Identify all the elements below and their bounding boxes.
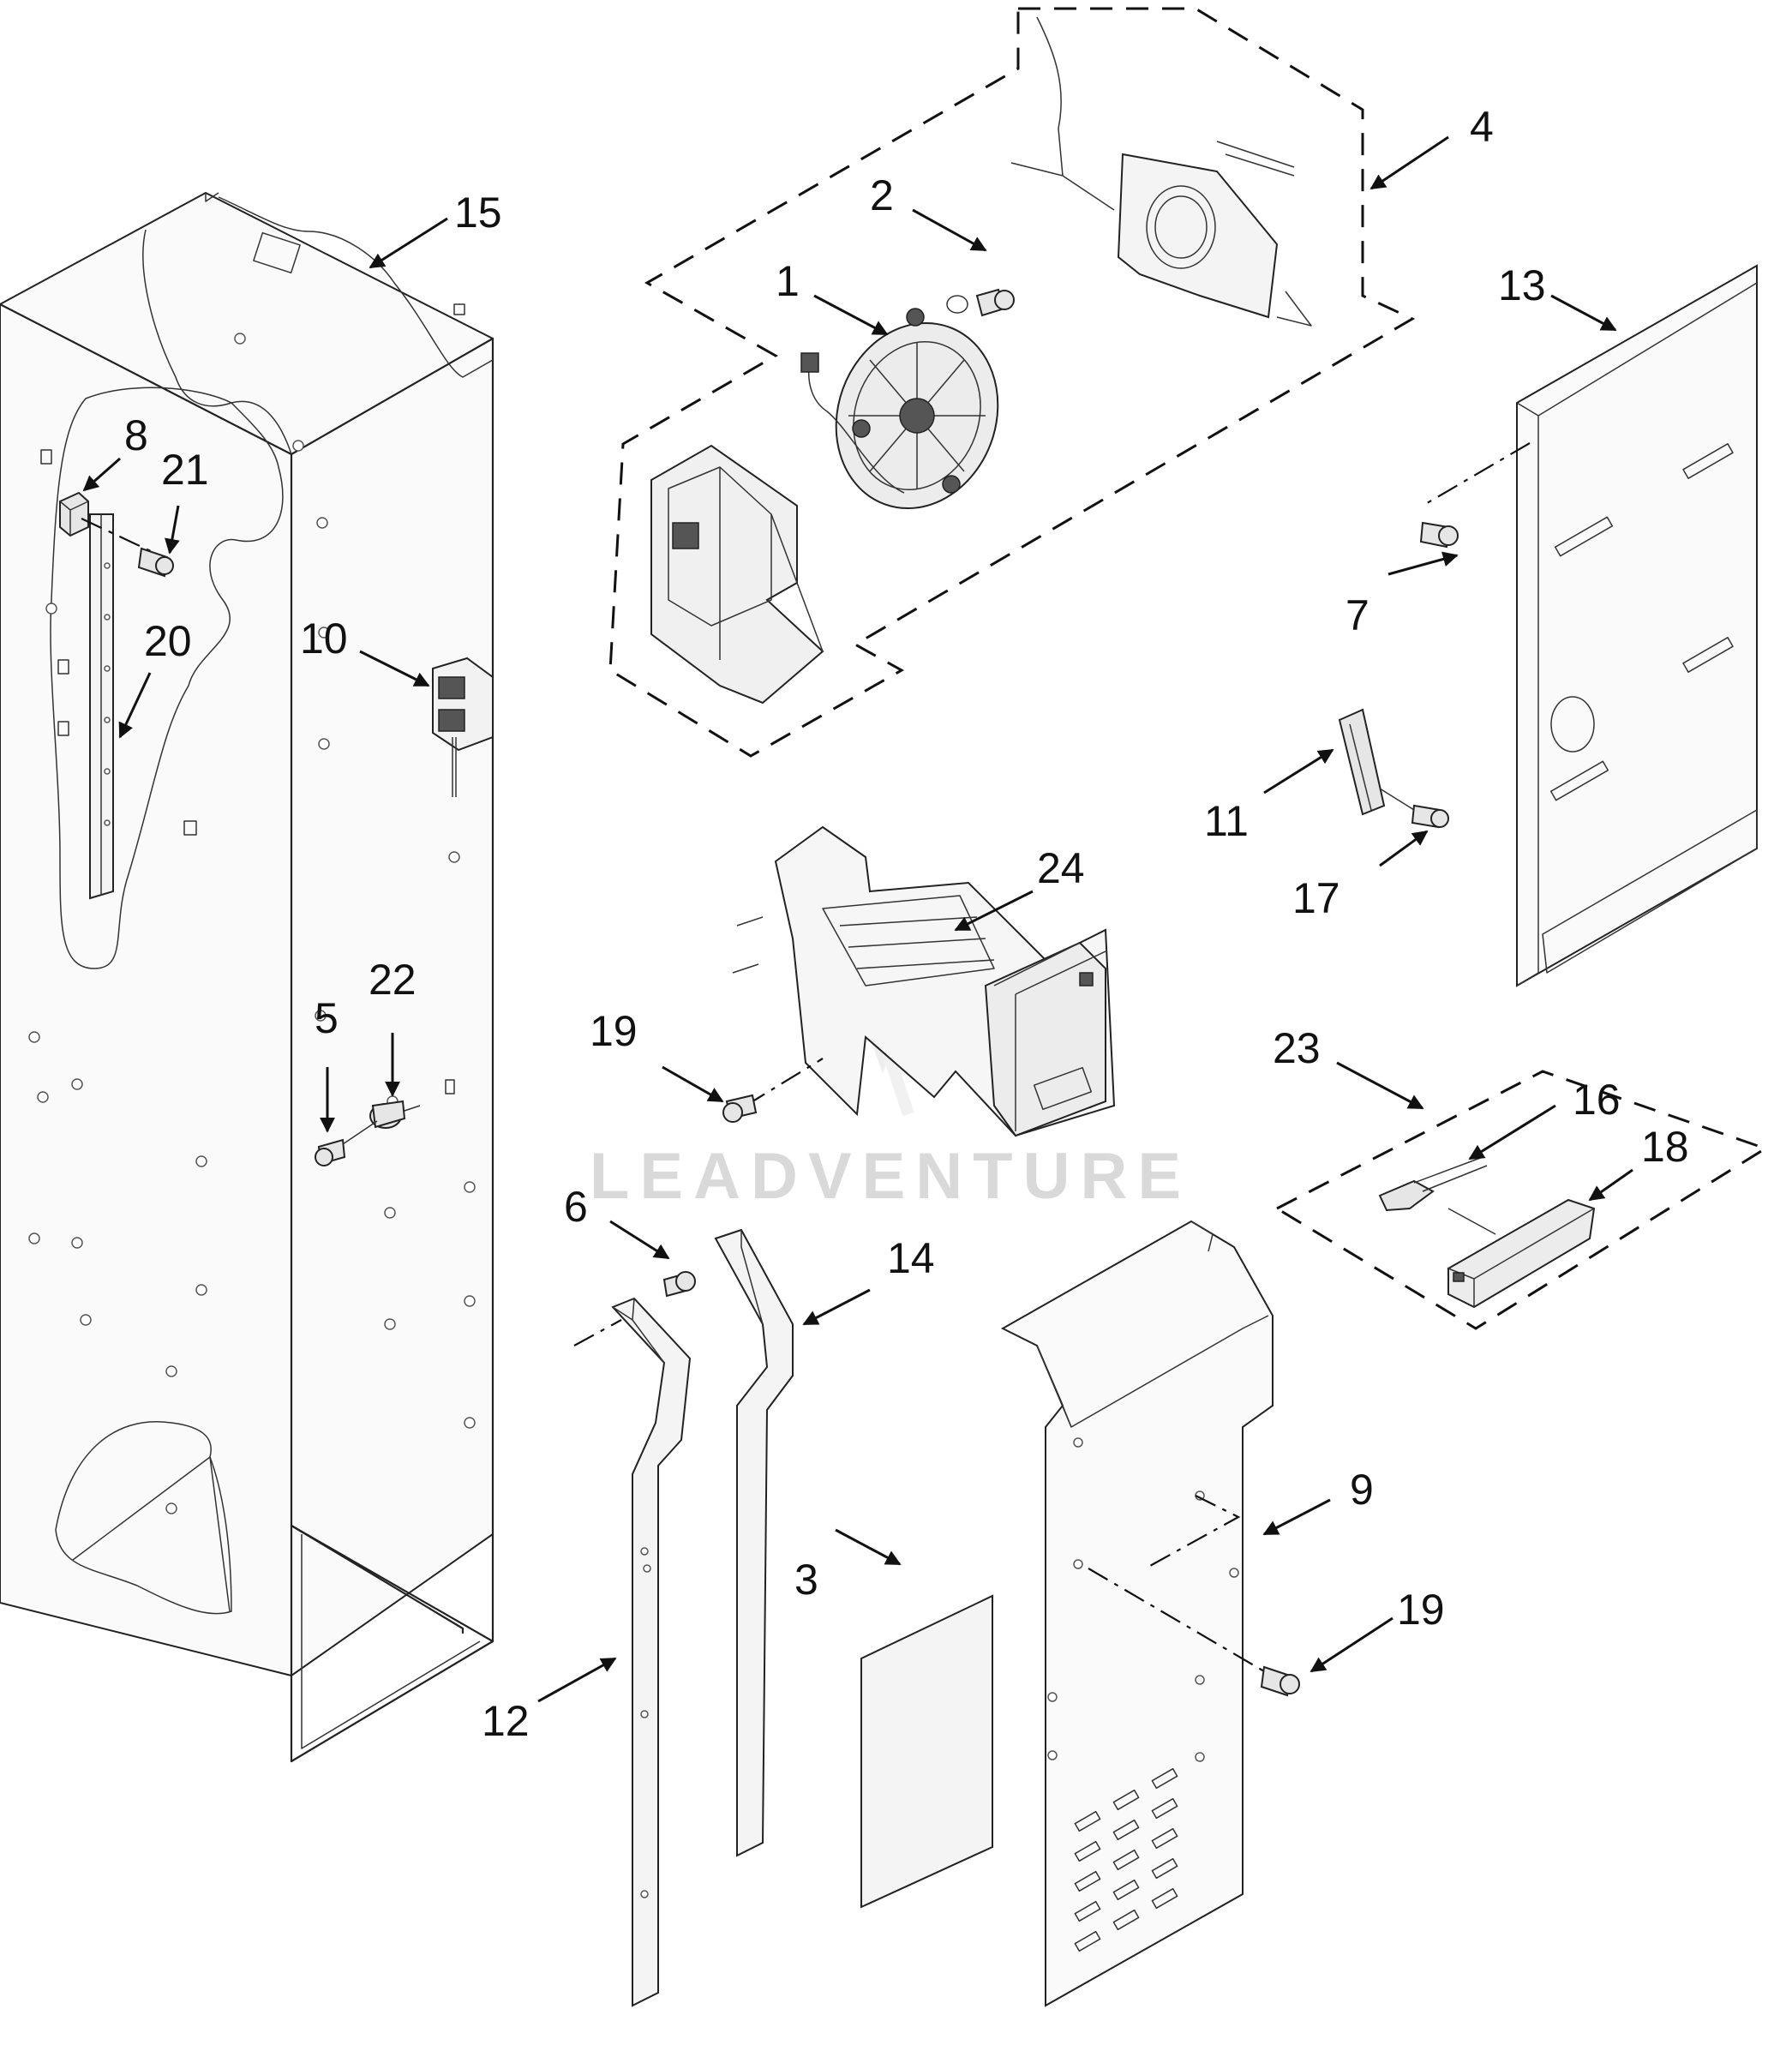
callout-5: 5 <box>315 994 339 1042</box>
part-21-screw <box>81 518 174 578</box>
callout-13: 13 <box>1498 261 1546 309</box>
callout-7: 7 <box>1345 591 1369 639</box>
part-15-liner <box>0 191 494 1763</box>
callout-15: 15 <box>454 189 502 237</box>
part-19-screw-lower <box>1260 1665 1300 1697</box>
part-12-strip <box>573 1297 692 2007</box>
callout-4: 4 <box>1470 103 1494 151</box>
part-1-fan <box>800 308 999 510</box>
callout-22: 22 <box>369 956 417 1004</box>
part-17-screw <box>1379 788 1449 829</box>
part-8-block <box>59 491 89 537</box>
part-18-cover <box>1447 1198 1596 1309</box>
callout-11: 11 <box>1204 797 1249 845</box>
callout-labels: 1 2 3 4 5 6 7 8 9 10 11 12 13 14 15 16 1… <box>124 103 1689 1745</box>
part-23-assembly-outline <box>1274 1070 1769 1330</box>
part-7-screw <box>1419 442 1531 549</box>
part-24-icemaker <box>732 825 1116 1137</box>
callout-23: 23 <box>1273 1024 1321 1072</box>
evap-housing <box>650 444 824 705</box>
callout-20: 20 <box>144 617 192 665</box>
callout-16: 16 <box>1573 1076 1621 1124</box>
part-3-panel <box>860 1594 993 1909</box>
callout-19-upper: 19 <box>590 1007 638 1055</box>
callout-18: 18 <box>1641 1123 1689 1171</box>
callout-19-lower: 19 <box>1397 1586 1445 1634</box>
part-14-gasket <box>714 1228 794 1857</box>
part-5-screw <box>315 1138 346 1166</box>
callout-arrows <box>82 135 1633 1703</box>
callout-8: 8 <box>124 411 148 459</box>
part-6-screw <box>662 1271 696 1298</box>
fan-shroud <box>1010 16 1312 327</box>
callout-6: 6 <box>564 1183 588 1231</box>
part-10-control <box>432 657 494 797</box>
watermark-text: LEADVENTURE <box>590 1140 1191 1213</box>
part-22-bumper <box>342 1100 421 1145</box>
callout-24: 24 <box>1037 844 1085 892</box>
callout-2: 2 <box>870 171 894 219</box>
callout-10: 10 <box>300 615 348 663</box>
callout-12: 12 <box>482 1697 530 1745</box>
part-11-bracket <box>1338 708 1386 816</box>
callout-17: 17 <box>1292 874 1340 922</box>
part-20-rail <box>89 513 114 900</box>
callout-9: 9 <box>1350 1466 1374 1514</box>
callout-3: 3 <box>794 1556 818 1604</box>
part-19-screw-upper <box>722 1058 824 1123</box>
callout-21: 21 <box>161 446 209 494</box>
part-2-screw <box>946 288 1015 317</box>
part-9-shield <box>1000 1220 1274 2007</box>
part-4-assembly-outline <box>608 7 1416 758</box>
part-13-panel <box>1516 264 1758 987</box>
callout-14: 14 <box>887 1234 935 1282</box>
vent-slots <box>1074 1767 1178 1952</box>
part-16-switch <box>1378 1156 1496 1235</box>
callout-1: 1 <box>776 257 800 305</box>
